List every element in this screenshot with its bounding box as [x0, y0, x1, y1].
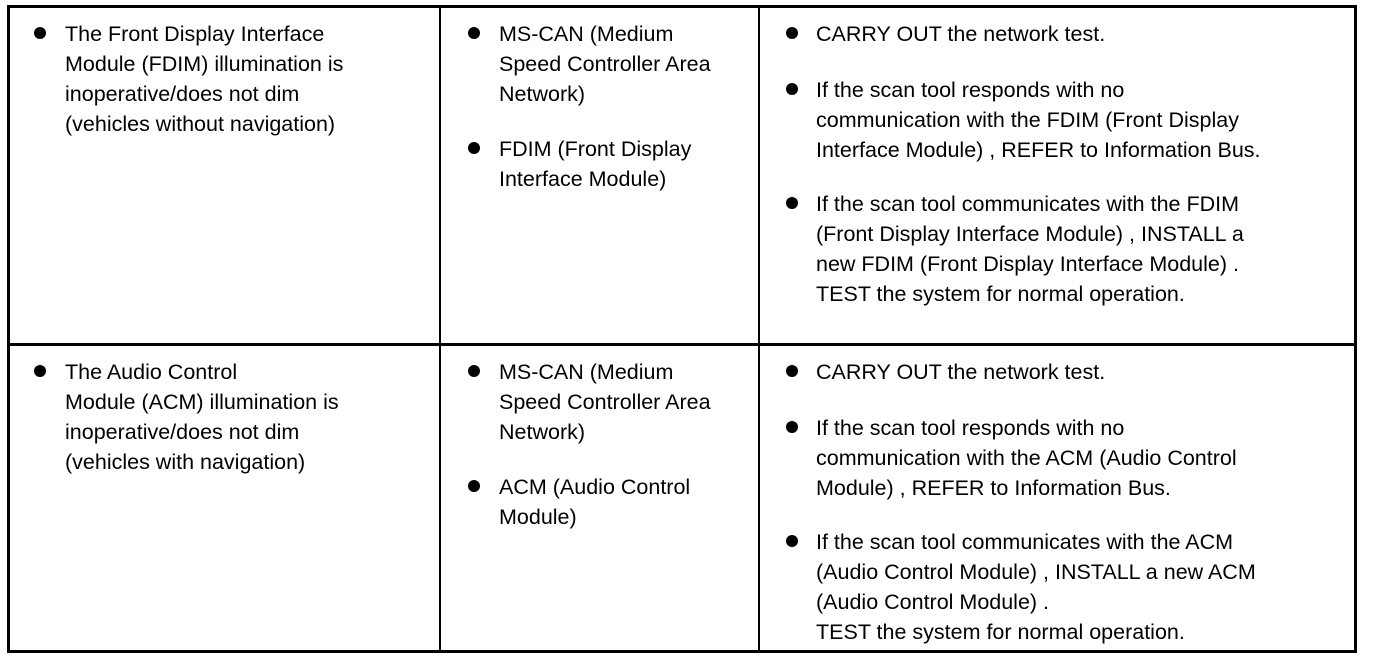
- action-text: CARRY OUT the network test.: [816, 360, 1106, 384]
- bullet-icon: [468, 27, 480, 39]
- action-text: If the scan tool communicates with the A…: [816, 530, 1256, 644]
- bullet-icon: [34, 365, 46, 377]
- bullet-icon: [468, 365, 480, 377]
- action-text: If the scan tool communicates with the F…: [816, 192, 1244, 306]
- bullet-icon: [786, 83, 798, 95]
- source-text: ACM (Audio Control Module): [499, 475, 691, 529]
- source-text: MS-CAN (Medium Speed Controller Area Net…: [499, 22, 711, 106]
- diagnostic-table: The Front Display Interface Module (FDIM…: [7, 5, 1357, 653]
- source-cell: MS-CAN (Medium Speed Controller Area Net…: [443, 346, 760, 650]
- action-text: CARRY OUT the network test.: [816, 22, 1106, 46]
- bullet-icon: [786, 365, 798, 377]
- bullet-icon: [468, 142, 480, 154]
- source-cell: MS-CAN (Medium Speed Controller Area Net…: [443, 8, 760, 343]
- source-text: FDIM (Front Display Interface Module): [499, 137, 692, 191]
- bullet-icon: [786, 535, 798, 547]
- table-row: The Audio Control Module (ACM) illuminat…: [10, 346, 1354, 650]
- symptom-text: The Front Display Interface Module (FDIM…: [65, 22, 344, 136]
- action-text: If the scan tool responds with no commun…: [816, 416, 1237, 500]
- source-text: MS-CAN (Medium Speed Controller Area Net…: [499, 360, 711, 444]
- bullet-icon: [786, 27, 798, 39]
- bullet-icon: [786, 197, 798, 209]
- action-text: If the scan tool responds with no commun…: [816, 78, 1261, 162]
- table-row: The Front Display Interface Module (FDIM…: [10, 8, 1354, 346]
- symptom-cell: The Front Display Interface Module (FDIM…: [10, 8, 441, 343]
- bullet-icon: [468, 480, 480, 492]
- symptom-cell: The Audio Control Module (ACM) illuminat…: [10, 346, 441, 650]
- bullet-icon: [786, 421, 798, 433]
- symptom-text: The Audio Control Module (ACM) illuminat…: [65, 360, 339, 474]
- action-cell: CARRY OUT the network test. If the scan …: [762, 346, 1354, 650]
- bullet-icon: [34, 27, 46, 39]
- action-cell: CARRY OUT the network test. If the scan …: [762, 8, 1354, 343]
